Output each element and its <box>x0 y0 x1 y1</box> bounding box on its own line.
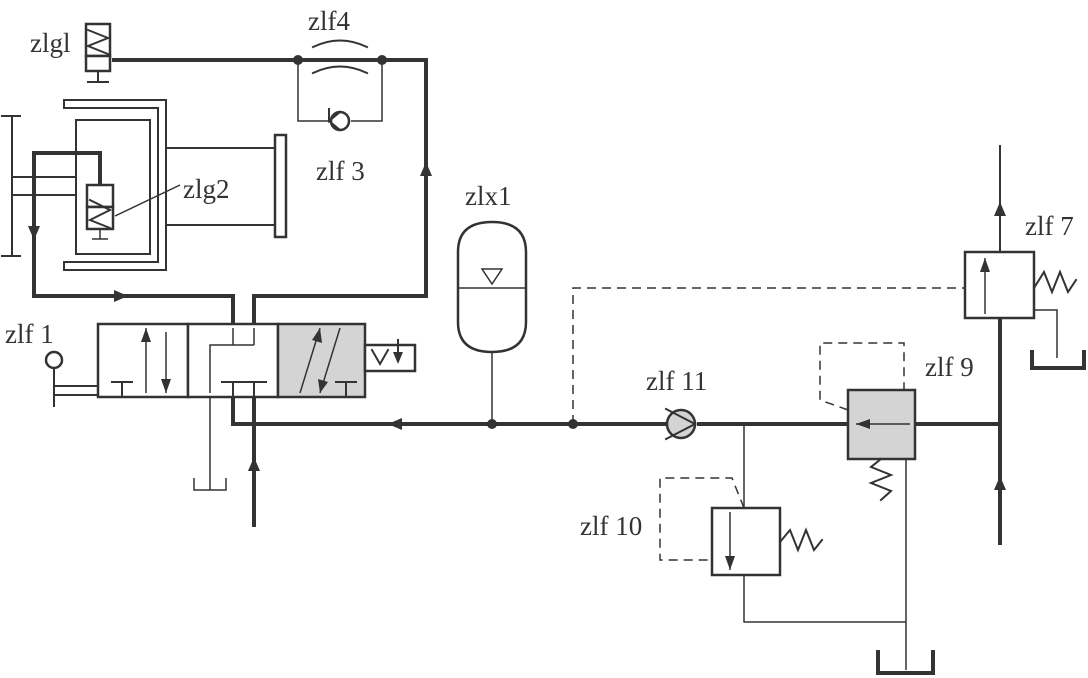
relief-valve-zlf7 <box>963 145 1086 370</box>
check-valve-zlf11 <box>664 407 698 441</box>
accumulator-zlx1 <box>456 220 528 424</box>
line-zlf4-to-valve <box>112 58 428 324</box>
directional-valve-zlf1 <box>44 322 417 407</box>
throttle-zlf4 <box>293 39 387 75</box>
label-zlf4: zlf4 <box>308 6 350 36</box>
label-zlf7: zlf 7 <box>1025 211 1074 241</box>
label-zlf11: zlf 11 <box>646 366 707 396</box>
pilot-line-zlf7 <box>572 287 965 424</box>
label-zlf9: zlf 9 <box>925 352 974 382</box>
label-zlg2: zlg2 <box>183 174 230 204</box>
tank-bottom <box>876 650 935 675</box>
flow-arrow-up-inlet <box>248 457 260 471</box>
label-zlg1: zlgl <box>30 28 71 58</box>
cylinder-actuator <box>1 99 288 271</box>
tank-drain-valve <box>193 397 227 491</box>
flow-arrow-left <box>388 418 402 430</box>
solenoid-zlg2 <box>85 183 181 240</box>
solenoid-zlg1 <box>84 22 112 83</box>
flow-arrow-right <box>114 290 128 302</box>
label-zlf3: zlf 3 <box>316 156 365 186</box>
flow-arrow-down <box>28 226 40 240</box>
line-main-pressure <box>231 397 680 426</box>
relief-valve-zlf10 <box>659 477 906 623</box>
valve-zlf9 <box>819 342 917 670</box>
check-valve-zlf3 <box>297 60 383 132</box>
label-zlf1: zlf 1 <box>5 319 54 349</box>
label-zlx1: zlx1 <box>465 181 512 211</box>
flow-arrow-up-pump <box>994 476 1006 490</box>
line-valve-to-cylinder <box>32 151 235 324</box>
flow-arrow-up <box>420 162 432 176</box>
label-zlf10: zlf 10 <box>580 511 642 541</box>
